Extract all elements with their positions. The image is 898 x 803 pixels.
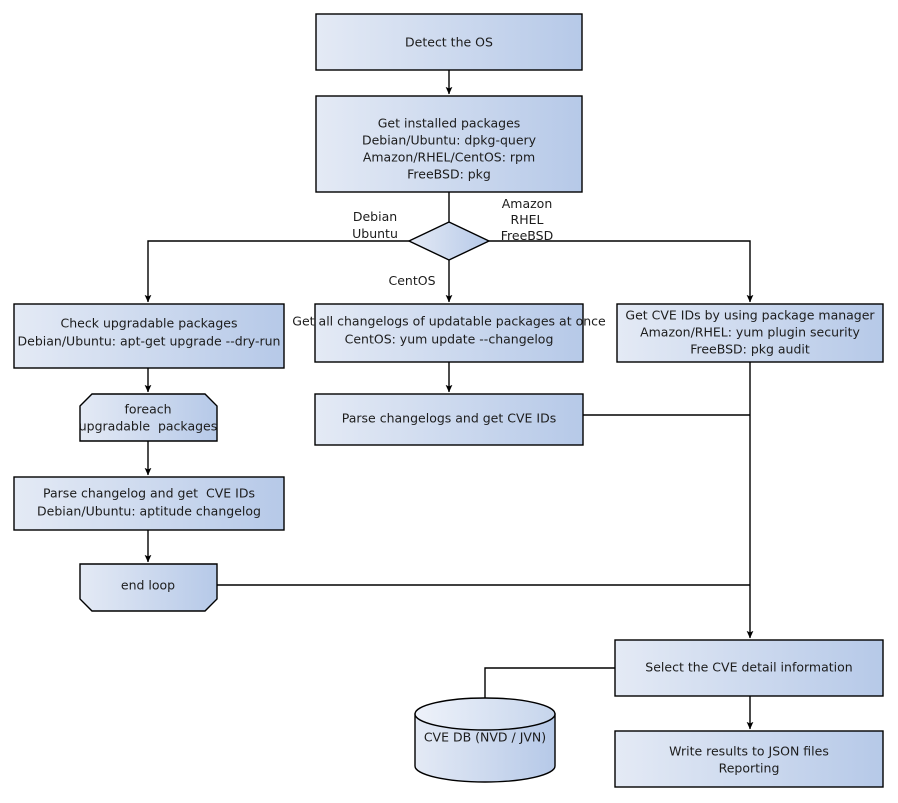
node-get-cve-ids-pkg-manager[interactable]: Get CVE IDs by using package manager Ama…: [616, 303, 884, 363]
node-parse-changelogs-bulk[interactable]: Parse changelogs and get CVE IDs: [314, 393, 584, 446]
node-check-upgradable-label-1: Debian/Ubuntu: apt-get upgrade --dry-run: [18, 334, 281, 349]
node-cve-database[interactable]: CVE DB (NVD / JVN): [414, 697, 556, 783]
node-cve-database-top: [414, 697, 556, 731]
node-foreach-loop-start-label-1: upgradable packages: [79, 419, 218, 434]
node-select-cve-detail[interactable]: Select the CVE detail information: [614, 639, 884, 697]
node-cve-database-label: CVE DB (NVD / JVN): [424, 730, 546, 745]
node-check-upgradable-label-0: Check upgradable packages: [61, 316, 238, 331]
node-parse-changelog-single-shape: [13, 476, 285, 531]
node-get-cve-ids-pkg-manager-label-0: Get CVE IDs by using package manager: [625, 308, 875, 323]
node-get-installed-packages-label-2: Amazon/RHEL/CentOS: rpm: [363, 150, 535, 165]
node-write-results[interactable]: Write results to JSON files Reporting: [614, 730, 884, 788]
node-get-all-changelogs-label-0: Get all changelogs of updatable packages…: [292, 314, 606, 329]
node-get-cve-ids-pkg-manager-label-1: Amazon/RHEL: yum plugin security: [640, 325, 860, 340]
node-parse-changelog-single[interactable]: Parse changelog and get CVE IDs Debian/U…: [13, 476, 285, 531]
connector-decision-right-branch: [489, 240, 754, 303]
node-detect-os-shape: [315, 13, 583, 71]
node-foreach-loop-start-label-0: foreach: [124, 402, 171, 417]
node-parse-changelogs-bulk-shape: [314, 393, 584, 446]
edge-label-rhel: RHEL: [511, 212, 544, 227]
node-select-cve-detail-label: Select the CVE detail information: [645, 660, 852, 675]
edge-label-debian-ubuntu: Debian Ubuntu: [352, 209, 398, 241]
edge-label-amazon: Amazon: [502, 196, 553, 211]
node-detect-os-label-0: Detect the OS: [405, 35, 493, 50]
node-get-cve-ids-pkg-manager-label-2: FreeBSD: pkg audit: [690, 342, 810, 357]
node-select-cve-detail-shape: [614, 639, 884, 697]
node-get-all-changelogs[interactable]: Get all changelogs of updatable packages…: [292, 303, 606, 363]
node-write-results-shape: [614, 730, 884, 788]
node-end-loop[interactable]: end loop: [79, 563, 218, 612]
edge-label-amazon-rhel-freebsd: Amazon RHEL FreeBSD: [501, 196, 553, 243]
node-os-decision[interactable]: [407, 221, 491, 261]
node-os-decision-shape: [407, 221, 491, 261]
node-write-results-label-1: Reporting: [719, 761, 780, 776]
node-get-cve-ids-pkg-manager-shape: [616, 303, 884, 363]
node-get-installed-packages-label-0: Get installed packages: [378, 116, 521, 131]
node-cve-database-body: [414, 713, 556, 783]
edge-label-centos: CentOS: [388, 273, 435, 288]
node-check-upgradable[interactable]: Check upgradable packages Debian/Ubuntu:…: [13, 303, 285, 369]
node-end-loop-shape: [79, 563, 218, 612]
node-get-all-changelogs-label-1: CentOS: yum update --changelog: [345, 332, 554, 347]
node-write-results-label-0: Write results to JSON files: [669, 744, 829, 759]
node-get-installed-packages-label-3: FreeBSD: pkg: [407, 167, 491, 182]
node-get-installed-packages[interactable]: Get installed packages Debian/Ubuntu: dp…: [315, 95, 583, 193]
connectors: [144, 70, 754, 730]
edge-label-freebsd: FreeBSD: [501, 228, 553, 243]
node-parse-changelogs-bulk-label: Parse changelogs and get CVE IDs: [342, 411, 556, 426]
node-check-upgradable-shape: [13, 303, 285, 369]
node-get-installed-packages-shape: [315, 95, 583, 193]
node-parse-changelog-single-label-0: Parse changelog and get CVE IDs: [43, 486, 255, 501]
edge-label-centos-text: CentOS: [388, 273, 435, 288]
node-get-all-changelogs-shape: [314, 303, 584, 363]
node-foreach-loop-start-shape: [79, 393, 218, 442]
node-detect-os[interactable]: Detect the OS: [315, 13, 583, 71]
node-get-installed-packages-label-1: Debian/Ubuntu: dpkg-query: [362, 133, 537, 148]
node-parse-changelog-single-label-1: Debian/Ubuntu: aptitude changelog: [37, 504, 261, 519]
edge-label-ubuntu: Ubuntu: [352, 226, 398, 241]
node-foreach-loop-start[interactable]: foreach upgradable packages: [79, 393, 218, 442]
node-end-loop-label: end loop: [121, 578, 175, 593]
connector-decision-left-branch: [144, 240, 409, 303]
edge-label-debian: Debian: [353, 209, 397, 224]
